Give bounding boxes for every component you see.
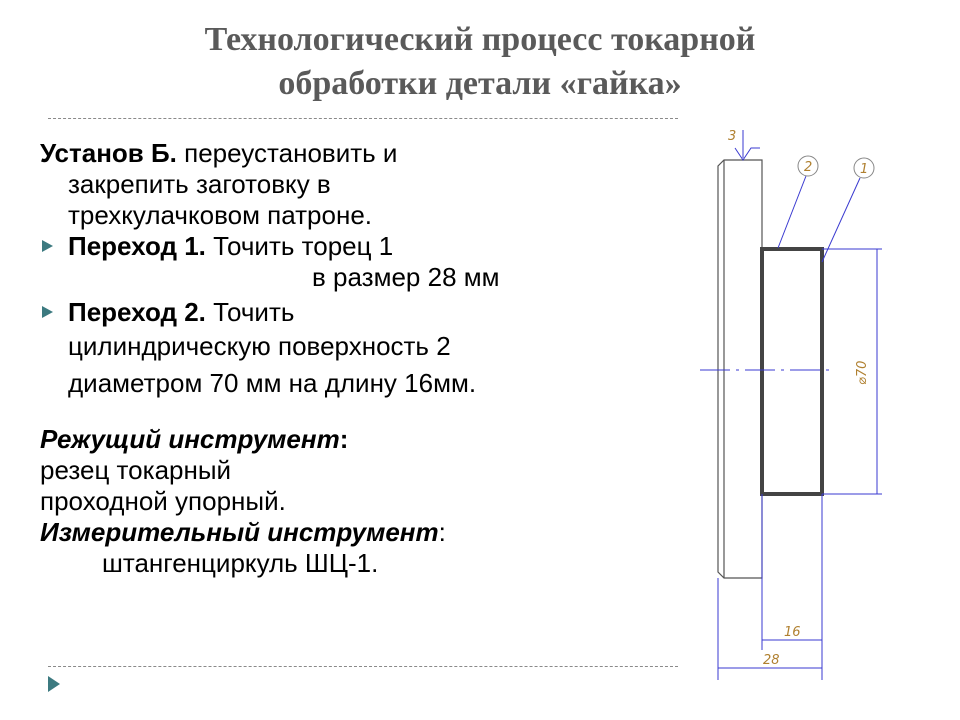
divider-top — [48, 118, 678, 119]
step2-text-3: диаметром 70 мм на длину 16мм. — [68, 368, 477, 398]
slide-body: Установ Б. переустановить и закрепить за… — [40, 138, 680, 579]
divider-bottom — [48, 666, 678, 667]
step1-text-2: в размер 28 мм — [312, 262, 500, 292]
dim-28: 28 — [763, 653, 780, 668]
step1-label: Переход 1. — [68, 231, 206, 261]
step2-text-2: цилиндрическую поверхность 2 — [68, 331, 451, 361]
title-line-2: обработки детали «гайка» — [278, 65, 682, 102]
balloon-2: 2 — [804, 160, 812, 175]
slide-title: Технологический процесс токарной обработ… — [0, 18, 960, 106]
setup-text-3: трехкулачковом патроне. — [68, 200, 373, 230]
dim-16: 16 — [784, 625, 801, 640]
setup-text-2: закрепить заготовку в — [68, 169, 331, 199]
machined-surface — [760, 247, 824, 496]
cutting-label: Режущий инструмент — [40, 424, 340, 454]
blank-outline — [717, 159, 763, 579]
step-2: Переход 2. Точить — [40, 297, 680, 328]
measuring-text: штангенциркуль ШЦ-1. — [102, 548, 379, 578]
balloon-1: 1 — [860, 162, 868, 177]
title-line-1: Технологический процесс токарной — [204, 21, 756, 58]
step1-text: Точить торец 1 — [205, 231, 394, 261]
measuring-tool: Измерительный инструмент: — [40, 517, 680, 548]
step2-text: Точить — [205, 297, 295, 327]
dimension-lines — [700, 130, 882, 680]
measuring-label: Измерительный инструмент — [40, 517, 439, 547]
cutting-tool: Режущий инструмент: — [40, 424, 680, 455]
step2-label: Переход 2. — [68, 297, 206, 327]
dim-diameter: ⌀70 — [855, 361, 870, 385]
colon: : — [438, 517, 446, 547]
next-slide-arrow-icon[interactable] — [48, 676, 60, 692]
cutting-text-2: проходной упорный. — [40, 486, 286, 516]
setup-text: переустановить и — [176, 138, 398, 168]
cutting-text-1: резец токарный — [40, 455, 232, 485]
step-1: Переход 1. Точить торец 1 — [40, 231, 680, 262]
mark-3: 3 — [728, 129, 736, 144]
setup-line: Установ Б. переустановить и — [40, 138, 680, 169]
setup-label: Установ Б. — [40, 138, 177, 168]
colon: : — [339, 424, 349, 454]
